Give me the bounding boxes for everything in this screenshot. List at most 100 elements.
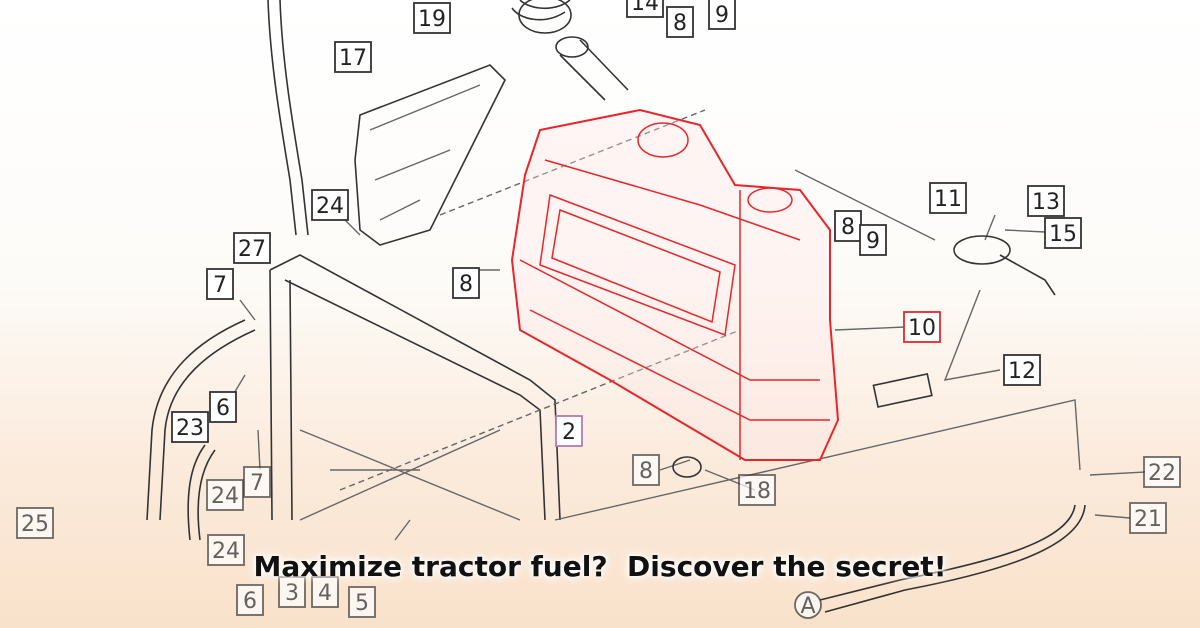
tank-edges xyxy=(519,159,830,460)
callout-box xyxy=(1044,217,1082,249)
callout-text: 27 xyxy=(238,237,266,262)
callout-box xyxy=(1003,354,1041,386)
callout-text: 18 xyxy=(743,479,771,504)
callout-25: 25 xyxy=(16,507,54,539)
callout-box xyxy=(16,507,54,539)
callout-text: 17 xyxy=(339,46,367,71)
frame-lower xyxy=(299,429,521,521)
callout-17: 17 xyxy=(334,41,372,73)
callout-box xyxy=(348,586,376,618)
callout-box xyxy=(278,576,306,608)
callout-24: 24 xyxy=(206,479,244,511)
callout-text: A xyxy=(800,594,815,619)
callout-box xyxy=(626,0,664,18)
callout-box xyxy=(206,479,244,511)
callout-text: 24 xyxy=(211,484,239,509)
lower-hose-left xyxy=(146,319,256,521)
tank-panel xyxy=(539,193,736,337)
callout-text: 12 xyxy=(1008,359,1036,384)
callout-10: 10 xyxy=(903,311,941,343)
callout-text: 8 xyxy=(673,11,687,36)
callout-text: 14 xyxy=(631,0,659,16)
callout-text: 22 xyxy=(1148,461,1176,486)
callout-5: 5 xyxy=(348,586,376,618)
filler-tube-end xyxy=(555,36,589,58)
callout-text: 11 xyxy=(934,187,962,212)
callout-box xyxy=(738,474,776,506)
callout-box xyxy=(555,415,583,447)
callout-text: 15 xyxy=(1049,222,1077,247)
leader-lines xyxy=(229,169,1146,541)
callout-box xyxy=(209,391,237,423)
callout-box xyxy=(171,411,209,443)
callout-6: 6 xyxy=(236,584,264,616)
callout-13: 13 xyxy=(1027,185,1065,217)
callout-23: 23 xyxy=(171,411,209,443)
callout-box xyxy=(794,591,822,619)
callout-box xyxy=(903,311,941,343)
return-line xyxy=(819,504,1086,613)
callout-9: 9 xyxy=(859,224,887,256)
tank-frame xyxy=(269,254,561,521)
tank-shield xyxy=(354,64,506,246)
callout-box xyxy=(929,182,967,214)
callout-box xyxy=(243,466,271,498)
hose-23 xyxy=(187,444,216,541)
callout-8: 8 xyxy=(834,210,862,242)
callout-text: 25 xyxy=(21,512,49,537)
callout-8: 8 xyxy=(632,454,660,486)
callout-box xyxy=(1129,502,1167,534)
callout-box xyxy=(708,0,736,30)
callout-box xyxy=(834,210,862,242)
callout-text: 9 xyxy=(866,229,880,254)
callout-text: 5 xyxy=(355,591,369,616)
callout-text: 7 xyxy=(250,471,264,496)
callout-text: 9 xyxy=(715,3,729,28)
callout-box xyxy=(334,41,372,73)
callout-box xyxy=(859,224,887,256)
callout-12: 12 xyxy=(1003,354,1041,386)
callout-15: 15 xyxy=(1044,217,1082,249)
callout-4: 4 xyxy=(311,576,339,608)
callout-box xyxy=(1143,456,1181,488)
callout-box xyxy=(413,2,451,34)
callout-8: 8 xyxy=(666,6,694,38)
callout-text: 4 xyxy=(318,581,332,606)
callout-9: 9 xyxy=(708,0,736,30)
callout-box xyxy=(206,268,234,300)
callout-text: 23 xyxy=(176,416,204,441)
callout-19: 19 xyxy=(413,2,451,34)
tank-filler-port xyxy=(637,122,689,158)
callout-text: 2 xyxy=(562,420,576,445)
callout-box xyxy=(233,232,271,264)
tank-sender-port xyxy=(747,187,793,213)
filler-cap xyxy=(518,0,572,34)
fuel-tank xyxy=(510,108,840,461)
callout-box xyxy=(207,534,245,566)
callout-text: 13 xyxy=(1032,190,1060,215)
callout-text: 6 xyxy=(243,589,257,614)
spacer-18 xyxy=(672,456,702,478)
callout-A: A xyxy=(794,591,822,619)
callout-text: 7 xyxy=(213,273,227,298)
callout-text: 8 xyxy=(841,215,855,240)
callout-box xyxy=(666,6,694,38)
callout-text: 8 xyxy=(459,272,473,297)
callout-text: 24 xyxy=(212,539,240,564)
callout-box xyxy=(236,584,264,616)
filler-tube xyxy=(559,39,629,101)
callout-6: 6 xyxy=(209,391,237,423)
vent-hose xyxy=(267,0,309,236)
callout-text: 8 xyxy=(639,459,653,484)
dashed-axis xyxy=(339,109,741,491)
callout-text: 21 xyxy=(1134,507,1162,532)
callout-2: 2 xyxy=(555,415,583,447)
callout-24: 24 xyxy=(311,189,349,221)
sender-float xyxy=(872,373,933,408)
callout-21: 21 xyxy=(1129,502,1167,534)
filler-neck xyxy=(511,0,571,21)
callout-text: 6 xyxy=(216,396,230,421)
callout-box xyxy=(1027,185,1065,217)
